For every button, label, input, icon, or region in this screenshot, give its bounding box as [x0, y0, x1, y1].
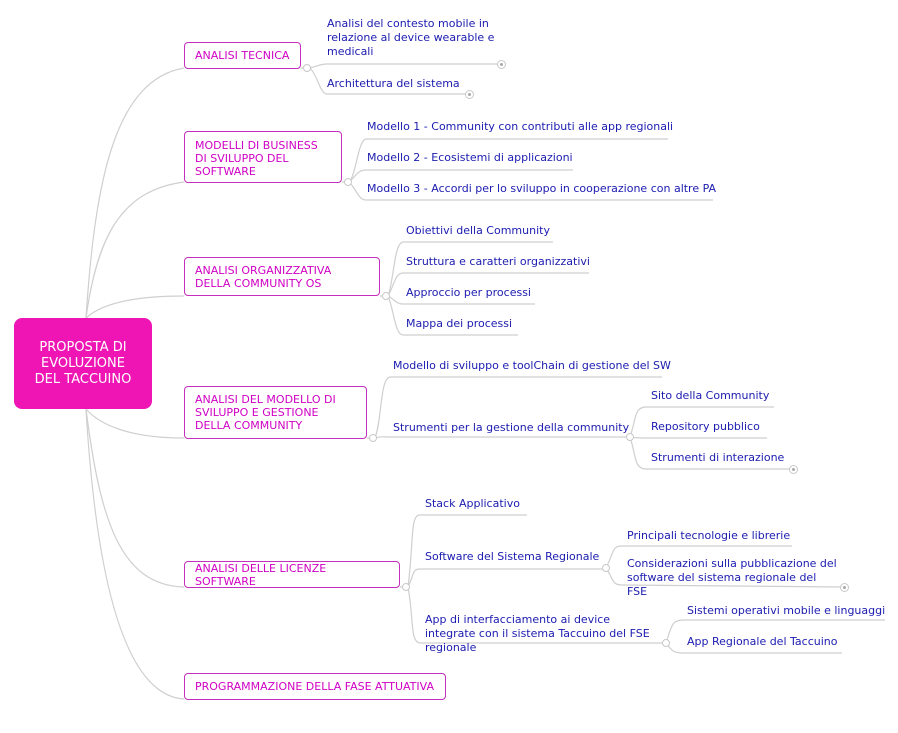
branch-label: ANALISI DELLE LICENZE SOFTWARE	[195, 561, 327, 588]
leaf-app-interfacciamento[interactable]: App di interfacciamento ai device integr…	[425, 613, 650, 654]
collapsed-node-icon[interactable]	[497, 60, 506, 69]
collapsed-node-icon[interactable]	[789, 465, 798, 474]
branch-label: PROGRAMMAZIONE DELLA FASE ATTUATIVA	[195, 680, 434, 693]
branch-analisi-licenze[interactable]: ANALISI DELLE LICENZE SOFTWARE	[184, 561, 400, 588]
branch-analisi-tecnica[interactable]: ANALISI TECNICA	[184, 42, 301, 69]
leaf-stack-applicativo[interactable]: Stack Applicativo	[425, 497, 520, 510]
expand-toggle-icon[interactable]	[344, 178, 352, 186]
root-label: PROPOSTA DI EVOLUZIONE DEL TACCUINO	[34, 339, 132, 387]
leaf-modello-3[interactable]: Modello 3 - Accordi per lo sviluppo in c…	[367, 182, 717, 195]
branch-label: ANALISI ORGANIZZATIVA DELLA COMMUNITY OS	[195, 263, 332, 290]
leaf-modello-1[interactable]: Modello 1 - Community con contributi all…	[367, 120, 674, 133]
leaf-considerazioni-pubblicazione[interactable]: Considerazioni sulla pubblicazione del s…	[627, 557, 837, 598]
root-node[interactable]: PROPOSTA DI EVOLUZIONE DEL TACCUINO	[14, 318, 152, 409]
leaf-mappa-processi[interactable]: Mappa dei processi	[406, 317, 513, 330]
leaf-software-sistema-regionale[interactable]: Software del Sistema Regionale	[425, 550, 600, 563]
branch-analisi-organizzativa[interactable]: ANALISI ORGANIZZATIVA DELLA COMMUNITY OS	[184, 257, 380, 296]
leaf-obiettivi-community[interactable]: Obiettivi della Community	[406, 224, 550, 237]
leaf-app-regionale-taccuino[interactable]: App Regionale del Taccuino	[687, 635, 838, 648]
leaf-sistemi-operativi-mobile[interactable]: Sistemi operativi mobile e linguaggi	[687, 604, 886, 617]
leaf-analisi-contesto-mobile[interactable]: Analisi del contesto mobile in relazione…	[327, 17, 495, 58]
leaf-struttura-caratteri[interactable]: Struttura e caratteri organizzativi	[406, 255, 590, 268]
expand-toggle-icon[interactable]	[662, 639, 670, 647]
expand-toggle-icon[interactable]	[626, 433, 634, 441]
leaf-architettura-sistema[interactable]: Architettura del sistema	[327, 77, 460, 90]
branch-analisi-modello-sviluppo[interactable]: ANALISI DEL MODELLO DI SVILUPPO E GESTIO…	[184, 386, 367, 439]
branch-modelli-business[interactable]: MODELLI DI BUSINESS DI SVILUPPO DEL SOFT…	[184, 131, 342, 183]
leaf-strumenti-interazione[interactable]: Strumenti di interazione	[651, 451, 785, 464]
expand-toggle-icon[interactable]	[369, 434, 377, 442]
expand-toggle-icon[interactable]	[382, 292, 390, 300]
branch-label: MODELLI DI BUSINESS DI SVILUPPO DEL SOFT…	[195, 138, 318, 178]
leaf-principali-tecnologie[interactable]: Principali tecnologie e librerie	[627, 529, 791, 542]
expand-toggle-icon[interactable]	[303, 64, 311, 72]
leaf-repository-pubblico[interactable]: Repository pubblico	[651, 420, 760, 433]
expand-toggle-icon[interactable]	[402, 583, 410, 591]
collapsed-node-icon[interactable]	[840, 583, 849, 592]
leaf-approccio-processi[interactable]: Approccio per processi	[406, 286, 531, 299]
collapsed-node-icon[interactable]	[465, 90, 474, 99]
leaf-strumenti-gestione-community[interactable]: Strumenti per la gestione della communit…	[393, 421, 630, 434]
leaf-modello-2[interactable]: Modello 2 - Ecosistemi di applicazioni	[367, 151, 573, 164]
leaf-sito-community[interactable]: Sito della Community	[651, 389, 770, 402]
branch-label: ANALISI TECNICA	[195, 49, 290, 62]
branch-label: ANALISI DEL MODELLO DI SVILUPPO E GESTIO…	[195, 393, 336, 432]
expand-toggle-icon[interactable]	[602, 564, 610, 572]
leaf-modello-sviluppo-toolchain[interactable]: Modello di sviluppo e toolChain di gesti…	[393, 359, 671, 372]
branch-programmazione-fase-attuativa[interactable]: PROGRAMMAZIONE DELLA FASE ATTUATIVA	[184, 673, 446, 700]
